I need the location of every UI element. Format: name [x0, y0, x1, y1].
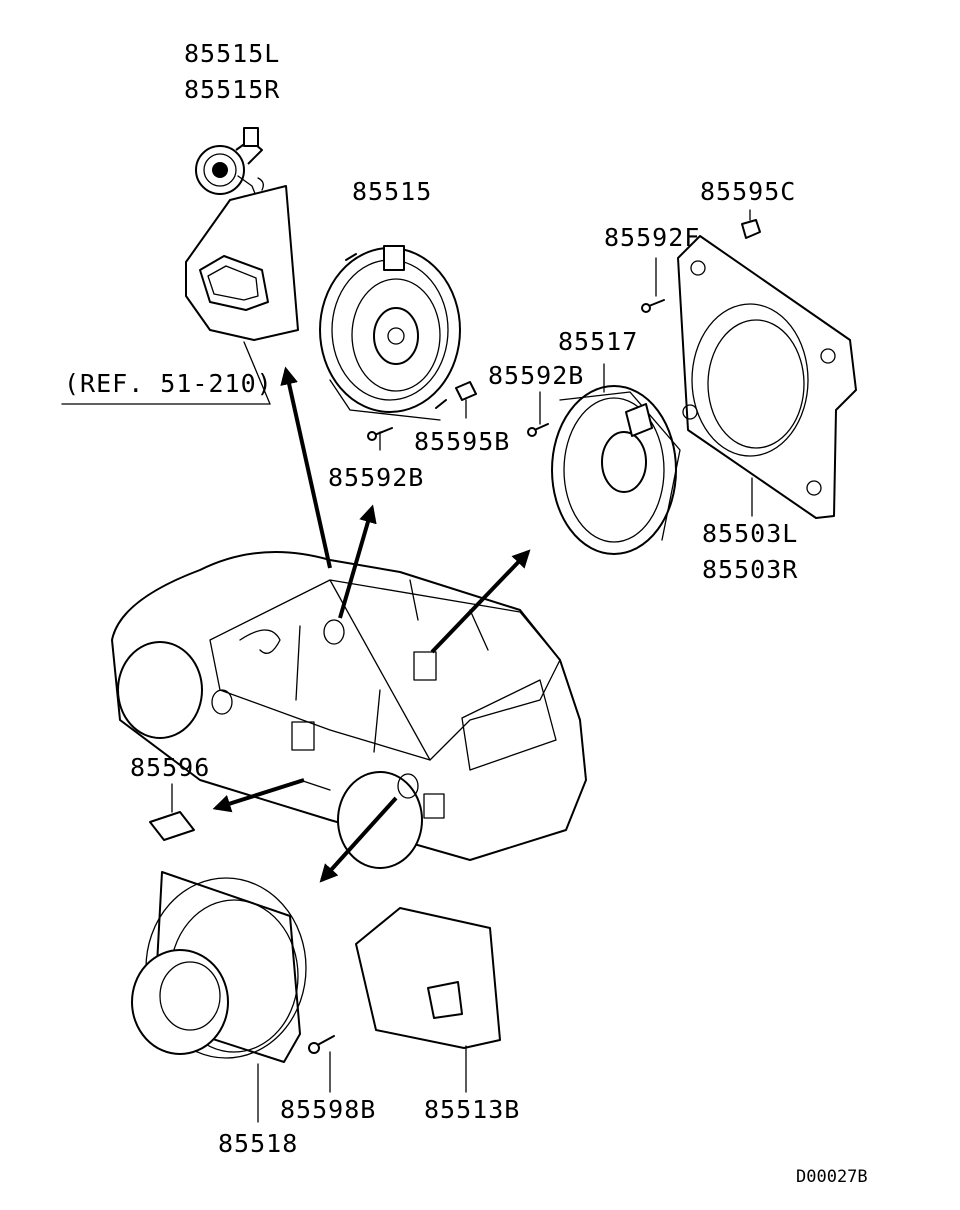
tweeter-85515: [195, 127, 264, 197]
speaker-85517: [551, 385, 681, 555]
vehicle-body: [111, 551, 587, 869]
connector-85596: [149, 783, 195, 841]
label-ref: (REF. 51-210): [64, 369, 273, 398]
label-85592F: 85592F: [604, 223, 700, 252]
speaker-location-1: [323, 619, 345, 645]
speaker-location-5: [397, 773, 419, 799]
speaker-location-2: [413, 651, 437, 681]
speaker-85518: [131, 871, 307, 1063]
arrow-to-trim: [280, 366, 332, 569]
label-85596: 85596: [130, 753, 210, 782]
label-85515L: 85515L: [184, 39, 280, 68]
label-85518: 85518: [218, 1129, 298, 1158]
screw-85592B-a: [367, 427, 393, 451]
screw-85592B-b: [527, 391, 549, 437]
speaker-85515: [319, 245, 461, 421]
clip-85595B: [455, 381, 477, 419]
label-85595B: 85595B: [414, 427, 510, 456]
label-85598B: 85598B: [280, 1095, 376, 1124]
bracket-85503: [677, 235, 857, 519]
label-85503L: 85503L: [702, 519, 798, 548]
label-85592B-a: 85592B: [488, 361, 584, 390]
label-85513B: 85513B: [424, 1095, 520, 1124]
label-85595C: 85595C: [700, 177, 796, 206]
label-85515R: 85515R: [184, 75, 280, 104]
arrow-to-85518: [319, 796, 398, 883]
clip-85595C: [741, 209, 761, 239]
arrow-to-85515: [338, 504, 377, 619]
label-85592B-b: 85592B: [328, 463, 424, 492]
screw-85598B: [308, 1035, 335, 1093]
arrow-to-85596: [212, 778, 305, 813]
label-85517: 85517: [558, 327, 638, 356]
label-85503R: 85503R: [702, 555, 798, 584]
speaker-location-4: [291, 721, 315, 751]
screw-85592F: [641, 257, 665, 313]
diagram-code: D00027B: [796, 1167, 868, 1187]
cover-85513B: [355, 907, 501, 1093]
speaker-location-3: [211, 689, 233, 715]
arrow-to-85517: [430, 549, 531, 654]
pillar-trim: [185, 185, 299, 341]
label-85515: 85515: [352, 177, 432, 206]
ref-leader: [243, 341, 271, 405]
